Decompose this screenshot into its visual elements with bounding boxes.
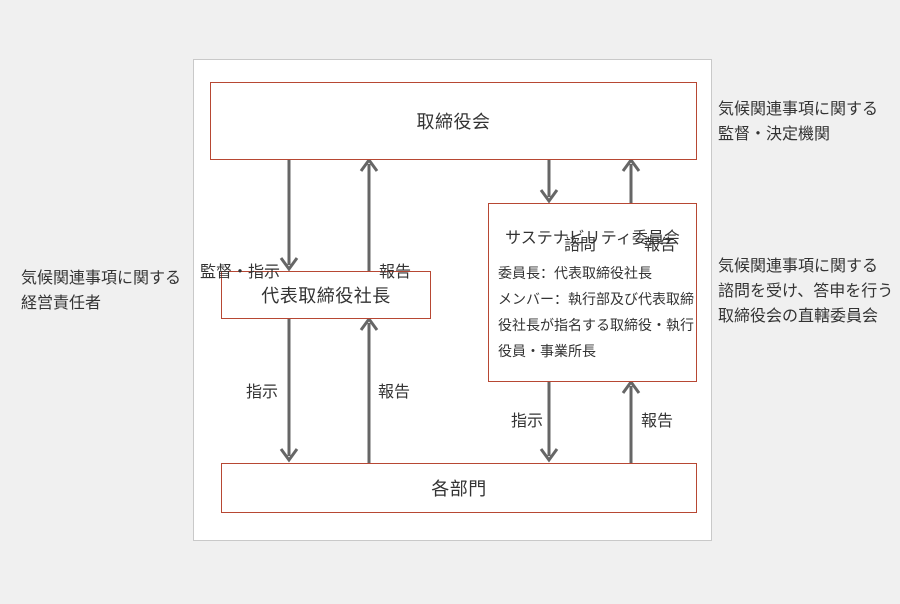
arrow-departments-to-committee xyxy=(621,379,641,463)
arrow-label-report-to-board: 報告 xyxy=(379,264,412,281)
sustainability-committee-box: サステナビリティ委員会 委員長：代表取締役社長 メンバー：執行部及び代表取締 役… xyxy=(488,203,697,382)
annotation-president-role: 気候関連事項に関する 経営責任者 xyxy=(21,266,181,316)
annotation-line: 経営責任者 xyxy=(21,295,102,312)
annotation-committee-role: 気候関連事項に関する 諮問を受け、答申を行う 取締役会の直轄委員会 xyxy=(718,254,893,329)
president-box: 代表取締役社長 xyxy=(221,271,431,319)
committee-body-line: 役社長が指名する取締役・執行 xyxy=(498,317,694,333)
sustainability-committee-body: 委員長：代表取締役社長 メンバー：執行部及び代表取締 役社長が指名する取締役・執… xyxy=(489,260,696,364)
arrow-committee-to-departments xyxy=(539,382,559,463)
annotation-line: 気候関連事項に関する xyxy=(718,258,879,275)
governance-diagram-panel: 取締役会 代表取締役社長 サステナビリティ委員会 委員長：代表取締役社長 メンバ… xyxy=(193,59,712,541)
annotation-line: 諮問を受け、答申を行う xyxy=(718,283,894,300)
committee-body-line: 役員・事業所長 xyxy=(498,343,596,359)
arrow-board-to-committee xyxy=(539,160,559,204)
sustainability-committee-title: サステナビリティ委員会 xyxy=(505,230,680,247)
arrow-board-to-president xyxy=(279,160,299,272)
arrow-president-to-board xyxy=(359,157,379,271)
annotation-line: 気候関連事項に関する xyxy=(21,270,182,287)
arrow-label-supervise-instruct: 監督・指示 xyxy=(199,264,280,281)
arrow-label-committee-instruct: 指示 xyxy=(510,413,543,430)
annotation-line: 監督・決定機関 xyxy=(718,126,831,143)
arrow-committee-to-board xyxy=(621,157,641,203)
arrow-label-report-to-committee: 報告 xyxy=(641,413,674,430)
arrow-label-instruct-departments: 指示 xyxy=(245,384,278,401)
departments-label: 各部門 xyxy=(431,479,487,499)
arrow-departments-to-president xyxy=(359,316,379,463)
departments-box: 各部門 xyxy=(221,463,697,513)
board-of-directors-box: 取締役会 xyxy=(210,82,697,160)
annotation-line: 取締役会の直轄委員会 xyxy=(718,308,879,325)
arrow-label-report-to-president: 報告 xyxy=(378,384,411,401)
arrow-president-to-departments xyxy=(279,319,299,463)
arrow-label-committee-report: 報告 xyxy=(644,237,677,254)
annotation-line: 気候関連事項に関する xyxy=(718,101,879,118)
president-label: 代表取締役社長 xyxy=(261,286,391,306)
arrow-label-consult: 諮問 xyxy=(564,237,597,254)
board-of-directors-label: 取締役会 xyxy=(416,112,491,132)
annotation-board-role: 気候関連事項に関する 監督・決定機関 xyxy=(718,97,878,147)
committee-body-line: 委員長：代表取締役社長 xyxy=(498,265,652,281)
committee-body-line: メンバー：執行部及び代表取締 xyxy=(498,291,694,307)
